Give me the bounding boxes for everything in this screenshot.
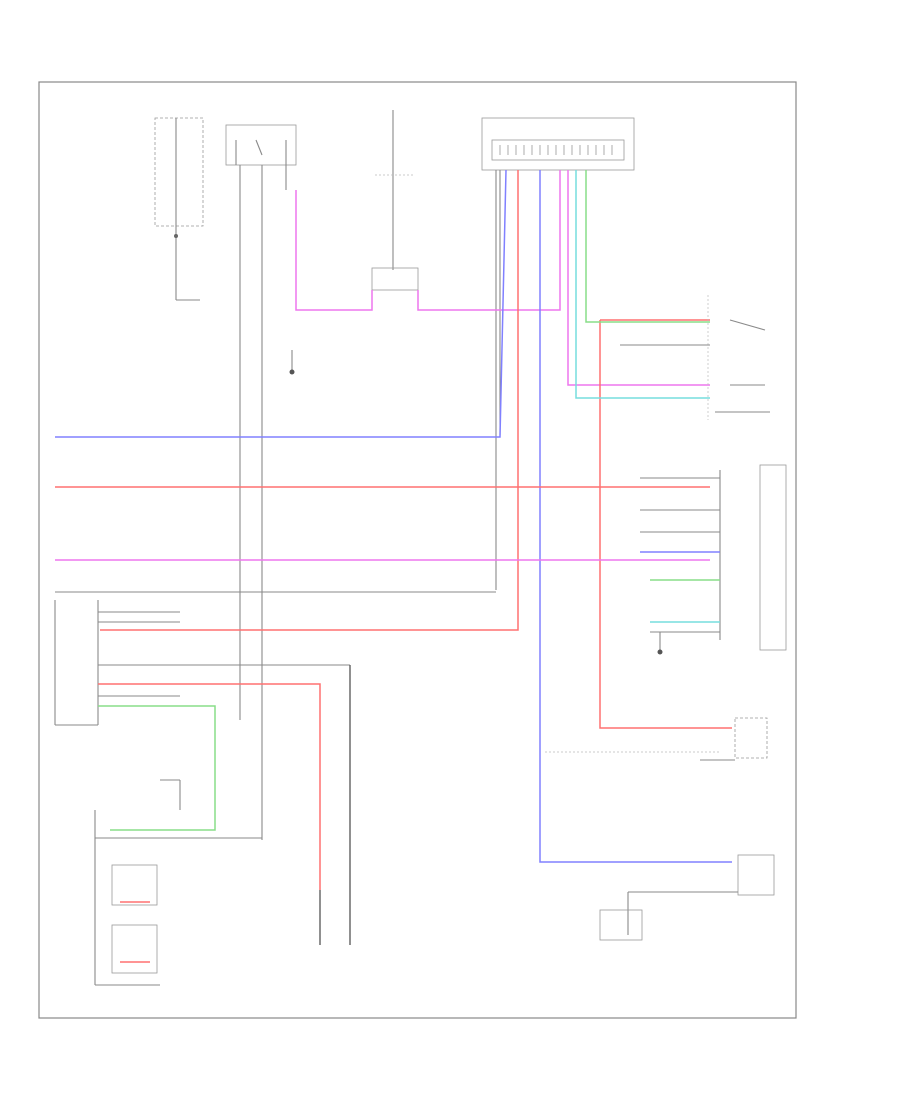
left-control-module xyxy=(54,600,351,920)
wire-green-ecm xyxy=(585,170,710,323)
right-module-middle xyxy=(640,464,787,655)
seat-sensor-unit xyxy=(94,779,262,986)
top-left-fuse-block xyxy=(154,117,297,840)
ground-symbol-left xyxy=(289,350,295,375)
wire-magenta-top xyxy=(295,170,561,311)
right-switch-top xyxy=(620,295,770,420)
wire-red-ecm xyxy=(100,170,519,631)
wire-blue-horizontal xyxy=(55,169,507,438)
right-sensor-bottom xyxy=(599,854,775,941)
top-center-fuse xyxy=(371,110,419,291)
wire-blue-ecm xyxy=(539,170,732,863)
diagram-frame xyxy=(38,81,797,1019)
wire-red-right-switch xyxy=(599,319,732,729)
right-switch-lower xyxy=(545,717,768,761)
wire-magenta-right xyxy=(567,170,710,386)
bottom-center-connector xyxy=(319,890,351,945)
ecm-connector-block xyxy=(481,117,635,590)
wire-cyan-ecm xyxy=(575,170,710,399)
